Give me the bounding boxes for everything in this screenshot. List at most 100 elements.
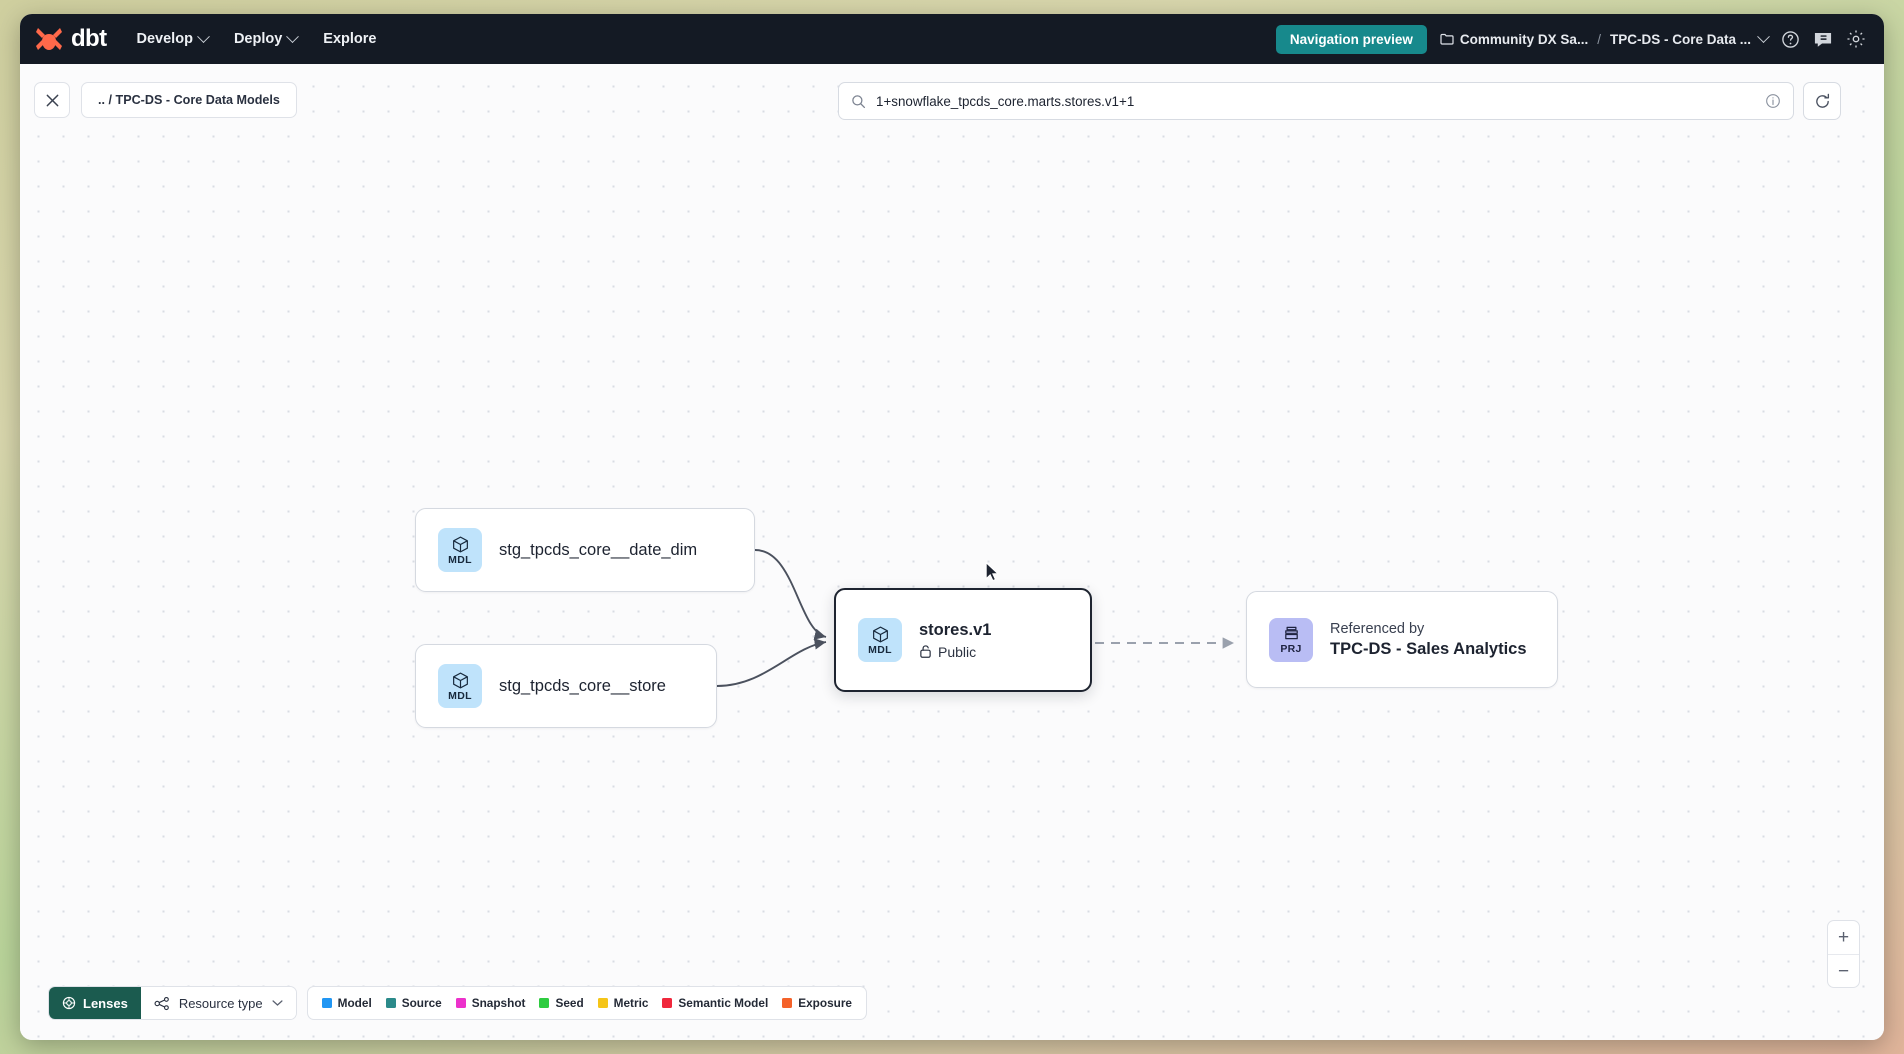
breadcrumb: Community DX Sa... / TPC-DS - Core Data … [1440,29,1770,47]
zoom-out-button[interactable]: − [1828,954,1859,987]
search-input[interactable] [876,93,1755,109]
breadcrumb-project[interactable]: TPC-DS - Core Data ... [1609,29,1770,47]
node-access-label: Public [938,643,977,660]
breadcrumb-separator: / [1597,31,1601,47]
node-body: stg_tpcds_core__date_dim [499,541,697,560]
cube-icon [872,626,888,643]
legend-label-snapshot: Snapshot [471,996,526,1010]
node-badge-mdl: MDL [438,528,482,572]
node-badge-label: PRJ [1280,643,1302,656]
graph-node-stg-date-dim[interactable]: MDL stg_tpcds_core__date_dim [415,508,755,592]
node-pretitle: Referenced by [1330,620,1425,637]
legend-label-seed: Seed [555,996,584,1010]
legend-item-exposure: Exposure [782,996,852,1010]
legend-swatch-seed [539,998,550,1008]
search-icon [852,94,866,108]
legend-label-model: Model [337,996,372,1010]
legend-swatch-semantic-model [662,998,673,1008]
edge-store-to-stores [716,638,827,687]
search-box[interactable] [838,82,1794,120]
node-badge-prj: PRJ [1269,617,1313,662]
breadcrumb-account[interactable]: Community DX Sa... [1440,32,1588,47]
chevron-down-icon [1757,29,1770,43]
resource-type-label: Resource type [178,995,263,1011]
dbt-logo-icon [34,26,64,52]
zoom-controls: + − [1827,920,1860,988]
close-icon [46,94,58,106]
legend-item-source: Source [385,996,442,1010]
node-badge-mdl: MDL [438,664,482,708]
help-icon[interactable] [1781,30,1800,49]
feedback-icon[interactable] [1813,30,1833,49]
legend-item-metric: Metric [597,996,649,1010]
topbar-right-group: Navigation preview Community DX Sa... / … [1275,24,1866,54]
node-badge-label: MDL [448,689,472,702]
chevron-down-icon [197,29,210,43]
dbt-logo[interactable]: dbt [34,25,107,53]
legend-item-snapshot: Snapshot [455,996,526,1010]
nav-item-deploy[interactable]: Deploy [233,29,300,47]
node-badge-label: MDL [448,553,472,566]
lens-icon [62,996,76,1010]
layers-icon [1284,627,1298,640]
legend-item-model: Model [321,996,372,1010]
search-area [838,82,1841,120]
node-badge-label: MDL [868,643,892,656]
legend-swatch-metric [597,998,608,1008]
legend-swatch-model [321,998,332,1008]
breadcrumb-account-label: Community DX Sa... [1459,31,1589,47]
mouse-cursor [985,561,1000,589]
bottom-toolbar: Lenses Resource type [48,986,867,1020]
lens-control-group: Lenses Resource type [48,986,297,1020]
node-title: stores.v1 [919,620,992,639]
graph-node-stg-store[interactable]: MDL stg_tpcds_core__store [415,644,717,728]
legend-swatch-exposure [782,998,793,1008]
nav-item-explore-label: Explore [323,31,377,47]
legend-swatch-snapshot [455,998,466,1008]
cube-icon [452,536,468,553]
graph-node-stores-v1[interactable]: MDL stores.v1 Public [834,588,1092,692]
legend-label-semantic-model: Semantic Model [678,996,769,1010]
legend-label-source: Source [401,996,442,1010]
chevron-down-icon [286,29,300,43]
unlock-icon [920,645,931,658]
info-icon [1766,94,1780,108]
legend-item-semantic-model: Semantic Model [662,996,768,1010]
edge-date-dim-to-stores [754,549,827,640]
nodes-icon [154,996,169,1010]
node-body: stores.v1 Public [919,621,991,660]
node-title: stg_tpcds_core__date_dim [499,540,698,559]
legend-label-metric: Metric [613,996,649,1010]
folder-icon [1440,33,1454,45]
nav-item-explore[interactable]: Explore [323,31,376,47]
resource-type-legend: Model Source Snapshot Seed Metric [306,986,867,1020]
refresh-icon [1815,93,1829,108]
lenses-button-label: Lenses [83,995,128,1011]
chevron-down-icon [272,1000,283,1006]
graph-node-sales-analytics-project[interactable]: PRJ Referenced by TPC-DS - Sales Analyti… [1246,591,1558,688]
legend-swatch-source [385,998,396,1008]
legend-label-exposure: Exposure [798,996,852,1010]
nav-item-develop[interactable]: Develop [136,29,210,47]
app-window: dbt Develop Deploy Explore Navigation pr… [20,14,1884,1040]
navigation-preview-button[interactable]: Navigation preview [1275,24,1427,54]
node-title: TPC-DS - Sales Analytics [1330,639,1527,658]
nav-item-develop-label: Develop [136,31,193,47]
lineage-canvas[interactable]: .. / TPC-DS - Core Data Models [20,64,1884,1040]
breadcrumb-project-label: TPC-DS - Core Data ... [1609,31,1751,47]
top-navbar: dbt Develop Deploy Explore Navigation pr… [20,14,1884,64]
zoom-in-button[interactable]: + [1837,927,1850,948]
lenses-button[interactable]: Lenses [49,987,141,1019]
cube-icon [452,672,468,689]
resource-type-dropdown[interactable]: Resource type [140,987,296,1019]
node-access-status: Public [919,644,991,660]
node-body: Referenced by TPC-DS - Sales Analytics [1330,621,1527,659]
lineage-edges [716,549,1234,687]
nav-item-deploy-label: Deploy [233,31,283,47]
refresh-button[interactable] [1803,82,1841,120]
legend-item-seed: Seed [539,996,584,1010]
canvas-breadcrumb-chip[interactable]: .. / TPC-DS - Core Data Models [81,82,297,118]
close-button[interactable] [34,82,70,118]
node-body: stg_tpcds_core__store [499,677,666,696]
settings-icon[interactable] [1846,29,1866,49]
